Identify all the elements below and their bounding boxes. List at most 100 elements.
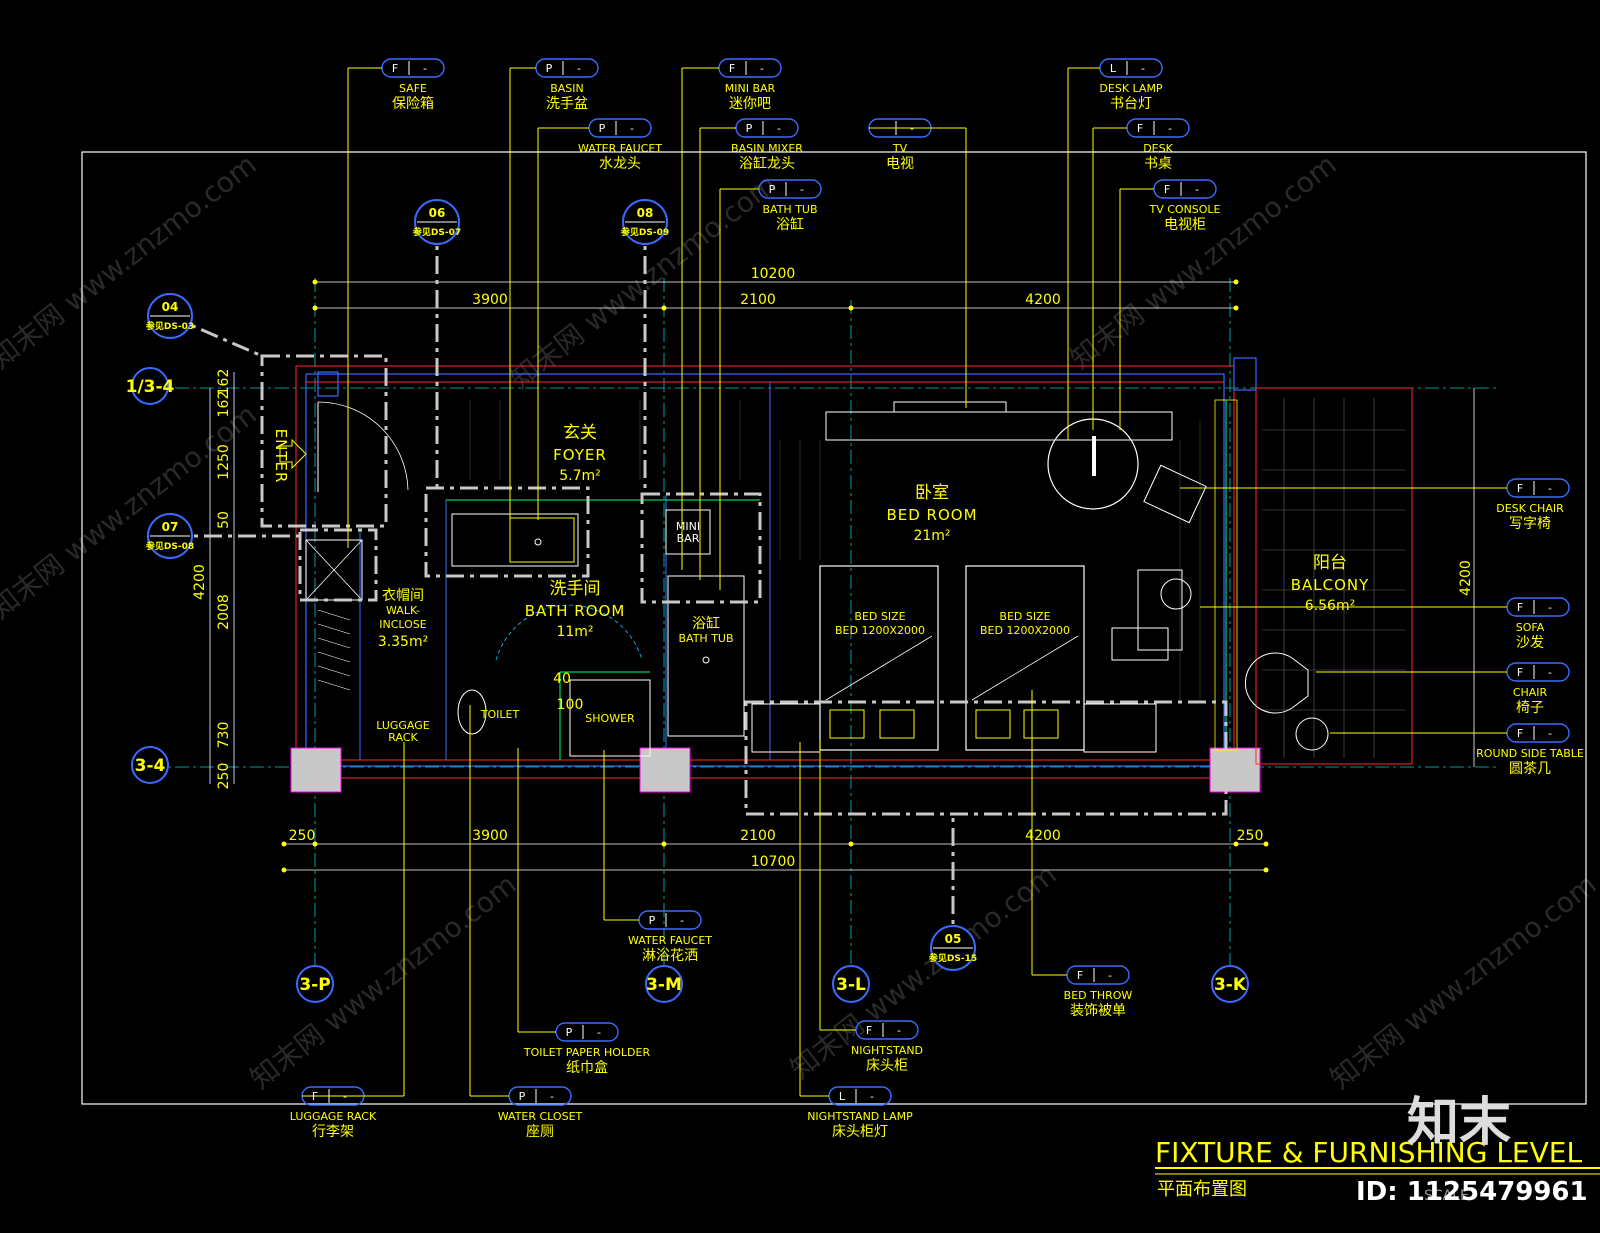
nightstand-right <box>1083 703 1157 753</box>
section-number: 06 <box>429 206 446 220</box>
svg-text:-: - <box>680 914 684 927</box>
svg-text:-: - <box>423 62 427 75</box>
toilet <box>457 689 487 735</box>
tag-english-label: TV <box>892 142 908 155</box>
tag-english-label: WATER CLOSET <box>498 1110 583 1123</box>
bath-tub-label-cn: 浴缸 <box>692 615 720 632</box>
dimension-top-segment: 4200 <box>1025 292 1061 308</box>
tag-code: P <box>746 122 753 135</box>
axis-label: 3-M <box>646 975 682 995</box>
tag-chinese-label: 椅子 <box>1516 700 1544 716</box>
tag-english-label: ROUND SIDE TABLE <box>1476 747 1584 760</box>
tag-code: P <box>769 183 776 196</box>
mini-bar-label: BAR <box>677 532 700 545</box>
tag-chinese-label: 圆茶几 <box>1509 761 1551 777</box>
grid-axis-bubble: 3-P <box>296 965 334 1003</box>
bath-tub-label-en: BATH TUB <box>678 632 733 645</box>
tag-chinese-label: 洗手盆 <box>546 96 588 112</box>
svg-text:-: - <box>1548 482 1552 495</box>
tag-english-label: CHAIR <box>1513 686 1548 699</box>
dimension-left-segment: 162 <box>216 391 232 418</box>
tag-chinese-label: 书桌 <box>1144 156 1172 172</box>
tag-english-label: MINI BAR <box>725 82 776 95</box>
luggage-rack-label: LUGGAGE <box>376 719 430 732</box>
room-name-en: INCLOSE <box>379 618 427 631</box>
tag-code: P <box>546 62 553 75</box>
dimension-bottom-segment: 2100 <box>740 828 776 844</box>
room-name-cn: 衣帽间 <box>382 588 424 604</box>
tag-chinese-label: 纸巾盒 <box>566 1059 608 1076</box>
room-area: 21m² <box>913 528 950 544</box>
svg-text:-: - <box>597 1026 601 1039</box>
grid-axis-bubble: 3-M <box>645 965 683 1003</box>
tag-english-label: BATH TUB <box>762 203 817 216</box>
bath-tub <box>667 575 745 737</box>
tag-code: L <box>1110 62 1117 75</box>
sofa <box>1137 569 1183 651</box>
tag-code: F <box>1517 601 1523 614</box>
room-area: 11m² <box>556 624 593 640</box>
drawing-frame <box>81 151 1587 1105</box>
tag-english-label: LUGGAGE RACK <box>290 1110 377 1123</box>
tag-english-label: BED THROW <box>1064 989 1133 1002</box>
tag-code: F <box>1517 727 1523 740</box>
walls <box>290 357 1413 793</box>
section-number: 07 <box>162 520 179 534</box>
vanity-counter <box>451 513 579 567</box>
tag-code: F <box>1137 122 1143 135</box>
section-markers-layer: 06参见DS-0708参见DS-0904参见DS-0307参见DS-0805参见… <box>126 199 1249 1003</box>
section-number: 04 <box>162 300 179 314</box>
dimension-bottom-segment: 250 <box>1237 828 1264 844</box>
coffee-table <box>1111 627 1169 661</box>
column <box>639 747 691 793</box>
mini-bar <box>665 509 711 555</box>
svg-text:-: - <box>1108 969 1112 982</box>
tag-english-label: WATER FAUCET <box>628 934 712 947</box>
room-name-cn: 洗手间 <box>550 579 601 599</box>
dimension-left-segment: 50 <box>216 511 232 529</box>
dimension-left-segment: 730 <box>216 722 232 749</box>
floor-hatch <box>469 400 1201 700</box>
bed-dims-label: BED 1200X2000 <box>835 624 925 637</box>
tag-chinese-label: 水龙头 <box>599 156 641 172</box>
svg-text:-: - <box>1548 727 1552 740</box>
room-name-en: FOYER <box>553 446 607 464</box>
axis-label: 3-L <box>836 975 866 995</box>
grid-axis-bubble: 3-K <box>1211 965 1249 1003</box>
bed-2 <box>965 565 1085 751</box>
axis-label: 1/3-4 <box>126 377 175 397</box>
room-area: 5.7m² <box>559 468 601 484</box>
desk-chair <box>1143 464 1207 524</box>
column <box>290 747 342 793</box>
tag-code: P <box>519 1090 526 1103</box>
section-reference: 参见DS-15 <box>929 952 977 964</box>
drawing-title-cn: 平面布置图 <box>1157 1179 1247 1200</box>
brand-logo: 知末 <box>1407 1093 1511 1153</box>
tag-code: L <box>839 1090 846 1103</box>
tag-chinese-label: 电视 <box>886 156 914 172</box>
svg-text:-: - <box>760 62 764 75</box>
tag-code: F <box>392 62 398 75</box>
tag-english-label: TOILET PAPER HOLDER <box>523 1046 651 1059</box>
room-name-cn: 玄关 <box>563 423 597 443</box>
tag-code: P <box>649 914 656 927</box>
room-area: 3.35m² <box>378 634 428 650</box>
